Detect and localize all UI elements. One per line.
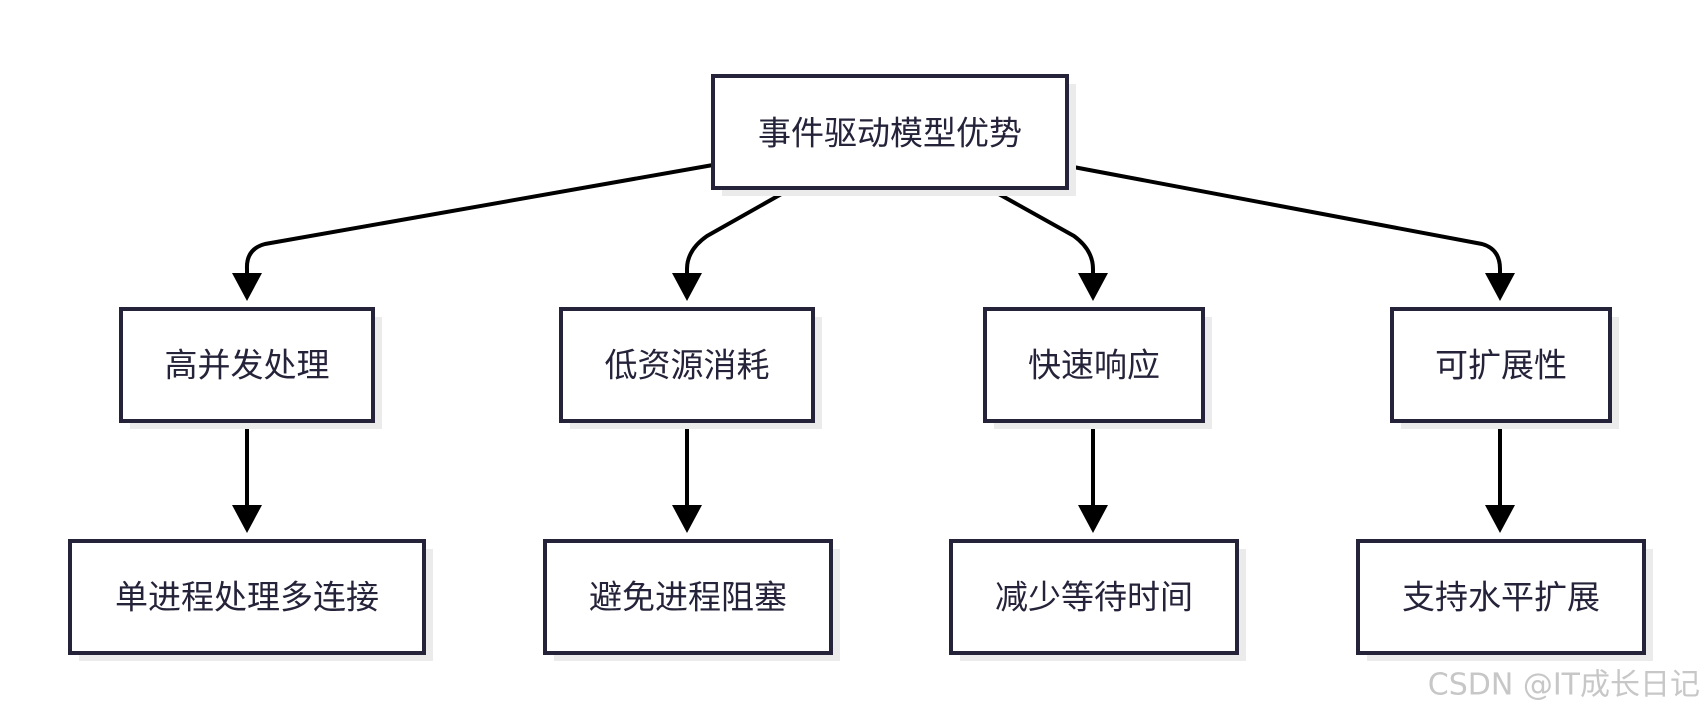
advantage-node-2: 低资源消耗 (559, 307, 822, 429)
detail-node-4: 支持水平扩展 (1356, 539, 1653, 661)
detail-node-4-box (1356, 539, 1646, 655)
arrowhead-detail-1 (232, 505, 262, 533)
edge-root-to-advantage-2 (685, 186, 794, 279)
edge-root-to-advantage-1 (244, 163, 715, 279)
detail-node-2-label: 避免进程阻塞 (589, 578, 787, 617)
arrowhead-detail-4 (1485, 505, 1515, 533)
advantage-node-4-label: 可扩展性 (1435, 346, 1567, 385)
detail-node-1: 单进程处理多连接 (68, 539, 433, 661)
detail-node-1-label: 单进程处理多连接 (115, 578, 379, 617)
advantage-node-2-label: 低资源消耗 (605, 346, 770, 385)
arrowhead-advantage-4 (1485, 273, 1515, 301)
arrowhead-detail-3 (1078, 505, 1108, 533)
advantage-node-1-label: 高并发处理 (165, 346, 330, 385)
edges-advantages-to-details (232, 418, 1515, 533)
advantage-node-4-box (1390, 307, 1612, 423)
advantage-node-4: 可扩展性 (1390, 307, 1619, 429)
edge-root-to-advantage-4 (1066, 164, 1502, 279)
root-node-label: 事件驱动模型优势 (758, 114, 1022, 153)
detail-node-2-box (543, 539, 833, 655)
advantage-node-3: 快速响应 (983, 307, 1212, 429)
advantage-node-3-box (983, 307, 1205, 423)
edges-root-to-advantages (232, 163, 1515, 301)
root-node-box (711, 74, 1069, 190)
root-node: 事件驱动模型优势 (711, 74, 1076, 196)
detail-node-2: 避免进程阻塞 (543, 539, 840, 661)
arrowhead-detail-2 (672, 505, 702, 533)
detail-node-3-box (949, 539, 1239, 655)
csdn-watermark: CSDN @IT成长日记 (1428, 668, 1700, 703)
detail-node-1-box (68, 539, 426, 655)
arrowhead-advantage-1 (232, 273, 262, 301)
advantage-node-1-box (119, 307, 375, 423)
arrowhead-advantage-2 (672, 273, 702, 301)
detail-node-4-label: 支持水平扩展 (1402, 578, 1600, 617)
advantage-node-2-box (559, 307, 815, 423)
arrowhead-advantage-3 (1078, 273, 1108, 301)
detail-node-3: 减少等待时间 (949, 539, 1246, 661)
detail-node-3-label: 减少等待时间 (995, 578, 1193, 617)
advantage-node-1: 高并发处理 (119, 307, 382, 429)
advantage-node-3-label: 快速响应 (1028, 346, 1160, 385)
edge-root-to-advantage-3 (986, 186, 1095, 279)
